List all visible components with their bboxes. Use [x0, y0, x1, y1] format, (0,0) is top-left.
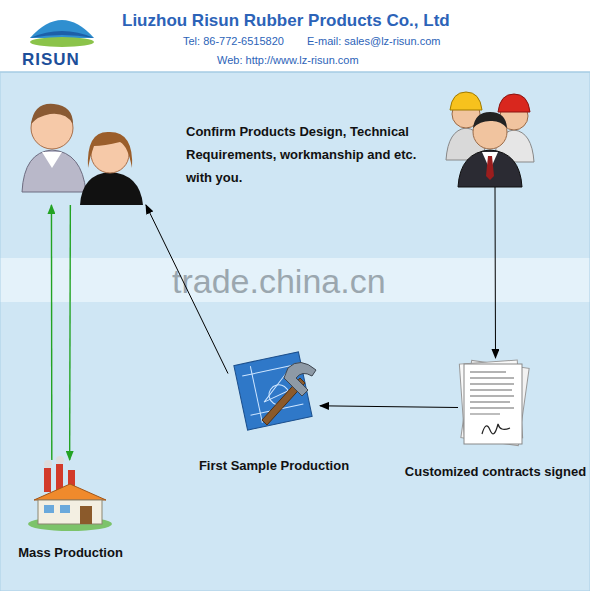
node-caption: Mass Production: [18, 545, 123, 560]
company-title: Liuzhou Risun Rubber Products Co., Ltd: [122, 11, 450, 31]
node-caption: First Sample Production: [199, 458, 349, 473]
step-note: Confirm Products Design, Technical Requi…: [186, 120, 436, 189]
customer-icon: [22, 104, 143, 205]
flow-arrow: [146, 205, 228, 374]
factory-icon: [28, 456, 112, 531]
customer-node: [15, 95, 150, 205]
email-text: E-mail: sales@lz-risun.com: [307, 35, 440, 47]
header-band: [0, 0, 590, 72]
phone-text: Tel: 86-772-6515820: [183, 35, 284, 47]
flow-arrow: [320, 406, 458, 408]
engineer-node: [438, 82, 533, 187]
sample-node: First Sample Production: [228, 348, 320, 433]
node-caption: Customized contracts signed: [405, 464, 586, 479]
contract-icon: [459, 360, 529, 446]
sample-icon: [234, 352, 316, 430]
watermark: trade.china.cn: [172, 262, 386, 301]
engineer-icon: [446, 92, 534, 187]
flow-arrow: [69, 205, 71, 460]
logo-text: RISUN: [22, 50, 80, 70]
watermark-band: [0, 258, 590, 302]
flow-arrow: [495, 187, 497, 358]
factory-node: Mass Production: [28, 460, 113, 530]
web-text: Web: http://www.lz-risun.com: [217, 54, 359, 66]
contract-node: Customized contracts signed: [458, 358, 533, 448]
logo-mark: [30, 20, 94, 47]
frame: [0, 72, 590, 591]
flow-arrow: [51, 205, 53, 460]
